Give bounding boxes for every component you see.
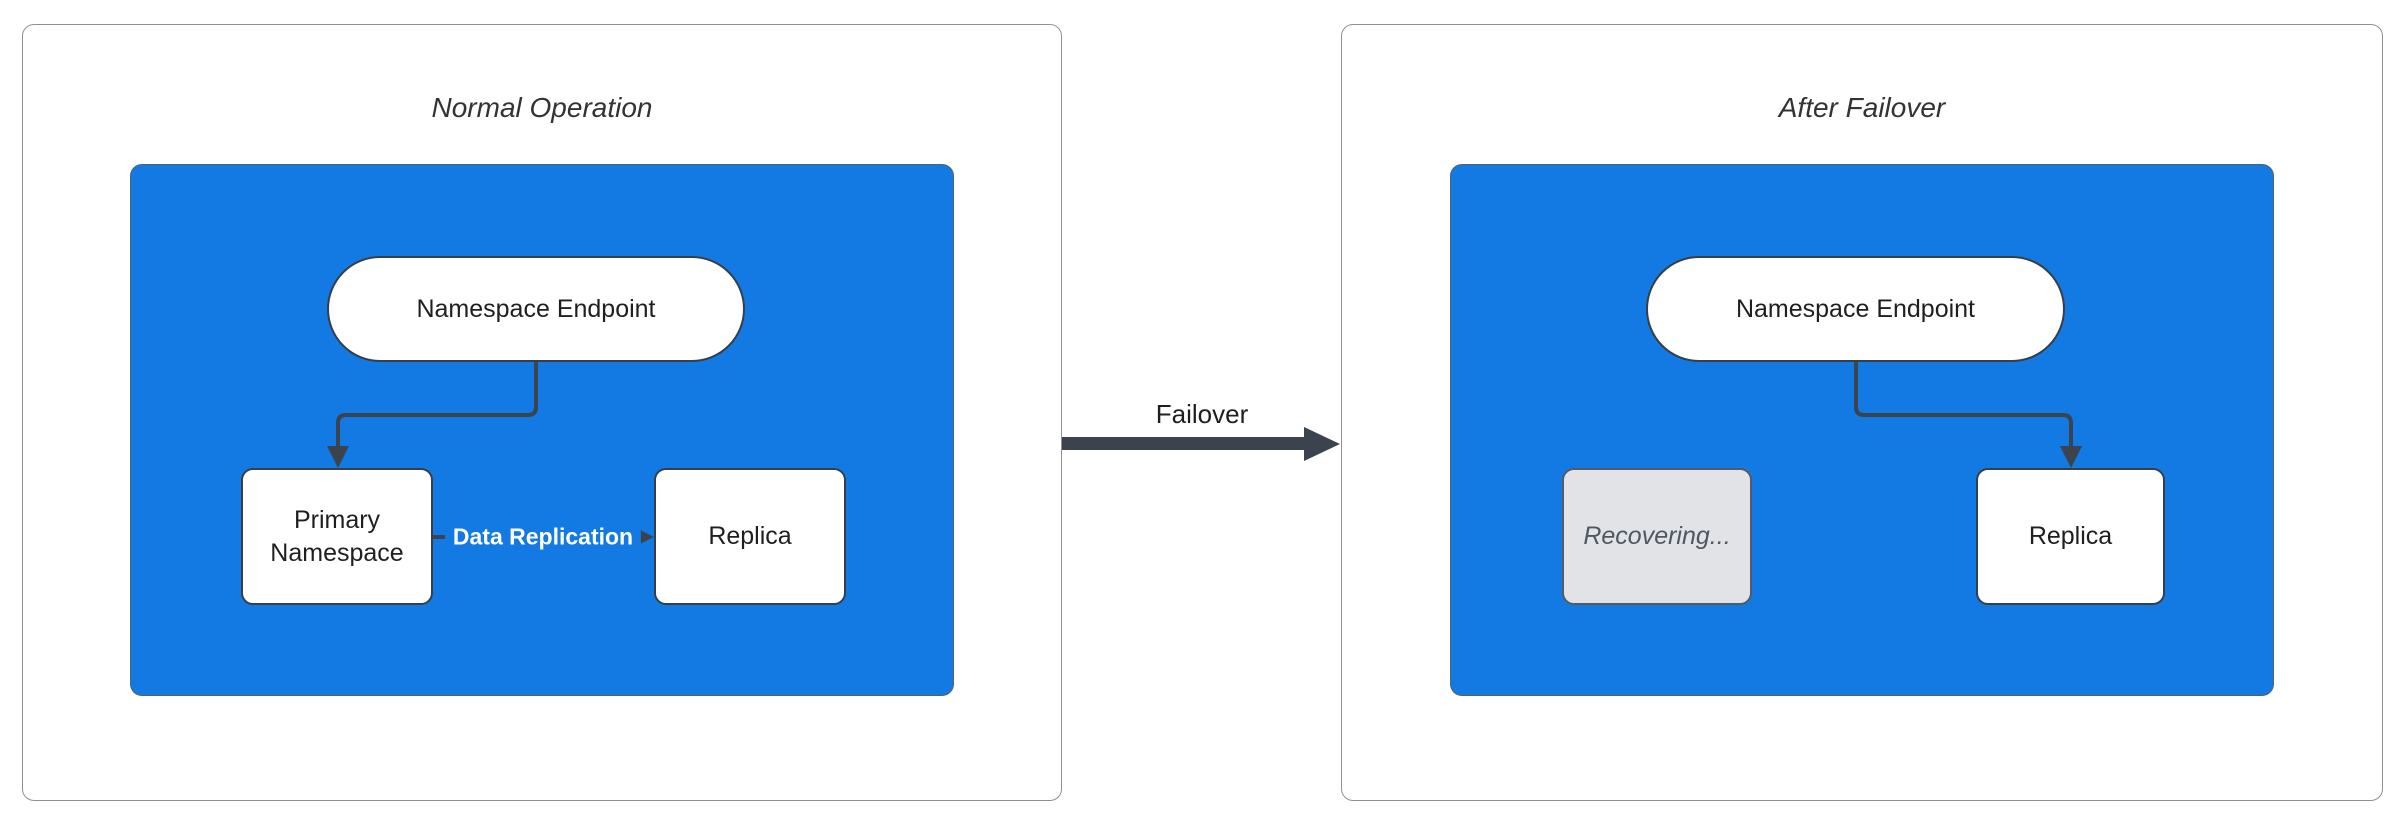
arrowhead-endpoint-to-replica <box>2060 446 2082 468</box>
node-replica-normal: Replica <box>654 468 846 605</box>
connectors-failover <box>1854 362 2082 468</box>
panel-after-failover: After Failover Namespace Endpoint Recove… <box>1341 24 2383 801</box>
failover-arrowhead <box>1304 427 1340 461</box>
failover-arrow <box>1062 437 1304 450</box>
connector-endpoint-to-primary <box>336 362 538 449</box>
node-namespace-endpoint: Namespace Endpoint <box>327 256 745 362</box>
node-namespace-endpoint-failover: Namespace Endpoint <box>1646 256 2065 362</box>
node-primary-namespace: Primary Namespace <box>241 468 433 605</box>
panel-title-after-failover: After Failover <box>1778 92 1946 123</box>
connectors-normal <box>327 362 654 548</box>
edge-label-data-replication: Data Replication <box>444 521 642 553</box>
panel-normal-operation: Normal Operation Namespace Endpoint Prim… <box>22 24 1062 801</box>
panel-title-normal-operation: Normal Operation <box>431 92 653 123</box>
arrowhead-endpoint-to-primary <box>327 446 349 468</box>
connector-endpoint-to-replica <box>1854 362 2073 449</box>
namespace-container-normal: Namespace Endpoint Primary Namespace Rep… <box>130 164 954 696</box>
failover-label: Failover <box>1155 399 1249 429</box>
node-recovering: Recovering... <box>1562 468 1752 605</box>
namespace-container-failover: Namespace Endpoint Recovering... Replica <box>1450 164 2274 696</box>
node-replica-failover: Replica <box>1976 468 2165 605</box>
